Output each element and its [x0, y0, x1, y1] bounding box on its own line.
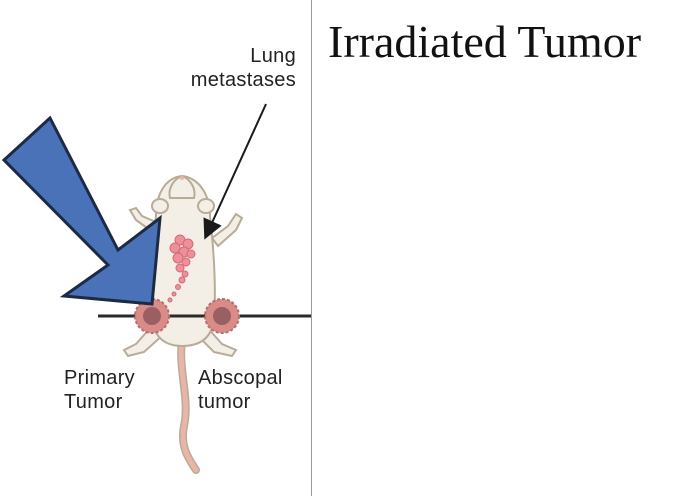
lung-metastases-label: Lung metastases — [150, 44, 296, 92]
abscopal-tumor — [205, 299, 239, 333]
slide-divider — [311, 0, 312, 496]
lung-metastases-label-line1: Lung — [150, 44, 296, 68]
primary-tumor-label-line1: Primary — [64, 366, 160, 390]
slide-title: Irradiated Tumor — [328, 14, 699, 70]
primary-tumor-label-line2: Tumor — [64, 390, 160, 414]
primary-tumor-label: Primary Tumor — [64, 366, 160, 414]
abscopal-tumor-label-line2: tumor — [198, 390, 308, 414]
lung-metastases-label-line2: metastases — [150, 68, 296, 92]
abscopal-tumor-label-line1: Abscopal — [198, 366, 308, 390]
abscopal-tumor-label: Abscopal tumor — [198, 366, 308, 414]
